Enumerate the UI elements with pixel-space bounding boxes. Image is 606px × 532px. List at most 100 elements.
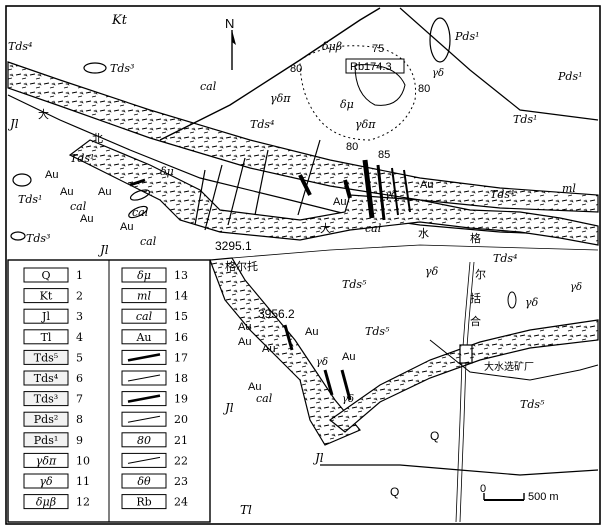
legend-number-7: 7 xyxy=(76,393,83,406)
legend-number-11: 11 xyxy=(76,475,90,488)
legend-number-2: 2 xyxy=(76,290,83,303)
legend-number-12: 12 xyxy=(76,496,90,509)
label-tds-w: Tds¹ xyxy=(70,152,94,165)
legend-symbol-6: Tds⁴ xyxy=(34,372,59,385)
contact-line-2 xyxy=(399,7,599,121)
label-tds4-nw: Tds⁴ xyxy=(8,40,32,53)
legend-swatch-3 xyxy=(23,308,69,324)
scale-bar xyxy=(483,493,525,501)
north-arrow xyxy=(231,30,236,70)
legend-symbol-5: Tds⁵ xyxy=(34,351,58,364)
legend-swatch-2 xyxy=(23,288,69,304)
mine-symbol xyxy=(459,344,473,364)
label-tds1-w: Tds¹ xyxy=(18,193,42,206)
legend-number-17: 17 xyxy=(174,351,188,364)
label-dmub: δμβ xyxy=(322,40,342,53)
label-gd-s: γδ xyxy=(316,357,328,368)
legend-symbol-12: δμβ xyxy=(36,496,56,509)
legend-swatch-23 xyxy=(121,473,167,489)
contact-line-3 xyxy=(231,244,599,259)
legend-swatch-12 xyxy=(23,494,69,510)
label-tds4-c: Tds⁴ xyxy=(250,118,274,131)
legend-swatch-4 xyxy=(23,329,69,345)
fault-line xyxy=(7,94,599,237)
place-da-2: 大 xyxy=(320,221,331,235)
label-pds1-e: Pds¹ xyxy=(557,70,583,83)
label-au-9: Au xyxy=(238,336,251,348)
legend-swatch-7 xyxy=(23,391,69,407)
label-au-11: Au xyxy=(305,326,318,338)
road-line-2 xyxy=(459,261,475,523)
legend-swatch-24 xyxy=(121,494,167,510)
label-au-5: Au xyxy=(120,221,133,233)
legend-swatch-1 xyxy=(23,267,69,283)
legend-symbol-2: Kt xyxy=(40,290,53,303)
label-gdp-1: γδπ xyxy=(270,92,291,105)
label-cal-c: cal xyxy=(365,222,382,235)
legend-number-3: 3 xyxy=(76,310,83,323)
label-ml: ml xyxy=(562,182,576,195)
legend-number-24: 24 xyxy=(174,496,188,509)
ore-veins xyxy=(129,159,411,401)
label-gd-s2: γδ xyxy=(342,394,354,405)
tds-band-north xyxy=(7,61,599,213)
label-tds4-se: Tds⁴ xyxy=(493,252,517,265)
map-labels: Kt Tds⁴ Tds³ Pds¹ Pds¹ Tds¹ Tds⁴ Tds⁴ ml… xyxy=(7,13,583,517)
tds-band-south xyxy=(209,257,361,446)
legend-symbol-10: γδπ xyxy=(36,454,57,467)
label-tds1: Tds¹ xyxy=(513,113,537,126)
legend-number-5: 5 xyxy=(76,351,83,364)
legend-symbol-8: Pds² xyxy=(34,413,59,426)
legend-symbol-9: Pds¹ xyxy=(34,434,59,447)
legend-number-23: 23 xyxy=(174,475,188,488)
legend-number-16: 16 xyxy=(174,331,188,344)
lens-5 xyxy=(129,189,151,201)
label-au-1: Au xyxy=(45,169,58,181)
legend-swatch-8 xyxy=(23,411,69,427)
north-label: N xyxy=(225,16,234,31)
label-au-10: Au xyxy=(262,343,275,355)
label-au-13: Au xyxy=(248,381,261,393)
legend-swatch-6 xyxy=(23,370,69,386)
q-boundary xyxy=(320,464,599,476)
lens-4 xyxy=(429,17,451,63)
legend-swatch-13 xyxy=(121,267,167,283)
label-gd-c: γδ xyxy=(385,190,397,201)
lens-1 xyxy=(83,62,107,74)
place-shui: 水 xyxy=(418,227,429,240)
legend-symbol-14: ml xyxy=(137,290,151,303)
label-dmu-w: δμ xyxy=(160,165,174,178)
label-au-7: Au xyxy=(420,179,433,191)
legend-symbol-11: γδ xyxy=(39,475,53,488)
lens-3 xyxy=(10,231,26,241)
label-gd-e2: γδ xyxy=(525,296,539,309)
lens-6 xyxy=(128,205,148,219)
legend-symbol-16: Au xyxy=(135,331,151,344)
road-line xyxy=(455,261,471,523)
label-gd-e: γδ xyxy=(425,265,439,278)
label-q-1: Q xyxy=(430,429,439,443)
legend-symbol-3: Jl xyxy=(41,310,50,323)
place-names: 大 北 大 水 格 尔 括 合 大水选矿厂 格尔托 3295.1 3956.2 xyxy=(38,107,534,373)
scale-value: 500 m xyxy=(528,491,559,503)
q-boundary-2 xyxy=(429,339,599,381)
legend-symbol-24: Rb xyxy=(136,496,151,509)
legend-number-6: 6 xyxy=(76,372,83,385)
lens-2 xyxy=(12,173,32,187)
dip-3: 80 xyxy=(418,83,430,95)
tds-band-central xyxy=(68,139,599,246)
legend-symbol-13: δμ xyxy=(137,269,151,282)
place-he: 合 xyxy=(470,314,481,328)
legend-number-21: 21 xyxy=(174,434,188,447)
legend-symbol-21: 80 xyxy=(137,434,151,447)
legend-symbol-4: Tl xyxy=(41,331,52,344)
place-bei: 北 xyxy=(92,132,103,145)
label-jl-sw: Jl xyxy=(97,243,109,257)
label-tds4-e: Tds⁴ xyxy=(490,188,514,201)
legend-swatch-16 xyxy=(121,329,167,345)
label-jl-s: Jl xyxy=(222,401,234,415)
label-cal-w3: cal xyxy=(140,235,157,248)
label-tds3-n: Tds³ xyxy=(110,62,134,75)
legend-symbol-20 xyxy=(127,415,161,423)
